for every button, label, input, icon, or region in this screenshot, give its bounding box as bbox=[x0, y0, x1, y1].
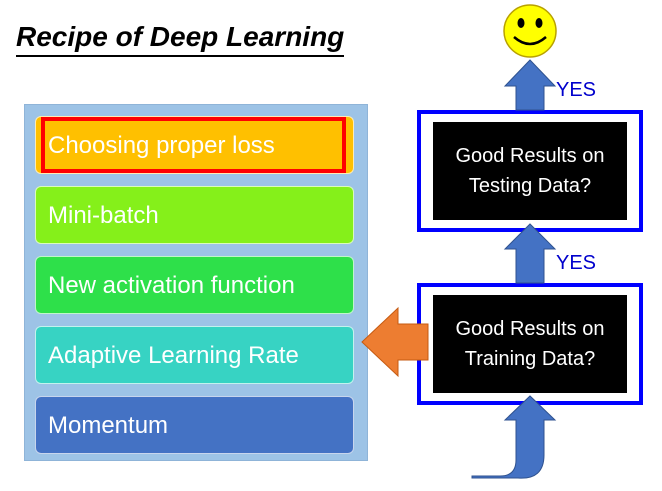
left-arrow bbox=[361, 306, 429, 378]
testing-data-text: Good Results on Testing Data? bbox=[433, 122, 627, 220]
page-title: Recipe of Deep Learning bbox=[16, 20, 345, 57]
yes-label-middle: YES bbox=[556, 252, 597, 274]
method-new-activation-function[interactable]: New activation function bbox=[35, 256, 354, 314]
training-data-box: Good Results on Training Data? bbox=[417, 283, 643, 405]
training-data-text: Good Results on Training Data? bbox=[433, 295, 627, 393]
method-choosing-proper-loss[interactable]: Choosing proper loss bbox=[35, 116, 354, 174]
up-arrow-middle bbox=[503, 223, 557, 284]
testing-data-box: Good Results on Testing Data? bbox=[417, 110, 643, 232]
smiley-icon bbox=[503, 4, 557, 58]
yes-label-top: YES bbox=[556, 79, 597, 101]
method-momentum[interactable]: Momentum bbox=[35, 396, 354, 454]
curved-input-arrow bbox=[471, 395, 557, 479]
method-mini-batch[interactable]: Mini-batch bbox=[35, 186, 354, 244]
method-adaptive-learning-rate[interactable]: Adaptive Learning Rate bbox=[35, 326, 354, 384]
up-arrow-top bbox=[503, 59, 557, 111]
